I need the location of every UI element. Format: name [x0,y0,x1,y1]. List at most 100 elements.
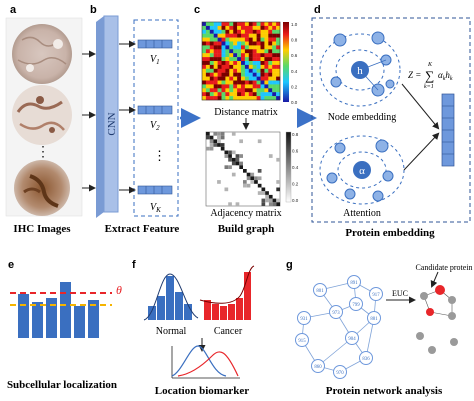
distance-cell [248,29,253,34]
adjacency-cell [276,180,280,184]
formula-sum: ∑ [425,68,434,83]
distance-cell [237,33,242,38]
distance-cell [248,22,253,27]
ihc-ellipsis: ⋮ [36,145,50,160]
distance-cell [213,53,218,58]
distance-cell [233,29,238,34]
adjacency-cell [276,187,280,192]
distance-cell [244,37,249,42]
distance-cell [225,41,230,46]
adjacency-cell [268,194,273,199]
distance-cell [217,84,222,89]
distance-cell [221,76,226,81]
distance-cell [244,76,249,81]
adjacency-cell [246,176,251,181]
adjacency-cell [261,191,266,195]
distance-cell [256,41,261,46]
distance-cell [272,84,277,89]
formula-lhs: Z = [408,70,421,80]
adjacency-colorbar [285,131,292,203]
distance-cell [256,76,261,81]
adjacency-matrix-label: Adjacency matrix [210,208,281,219]
distance-cell [252,96,257,101]
distance-cell [276,84,281,89]
adjacency-matrix-heatmap [205,131,281,207]
distance-cell [256,61,261,66]
distance-cell [225,68,230,73]
attention-label: Attention [343,208,381,219]
network-node-id: 801 [316,289,324,294]
distance-cell [260,64,265,69]
distance-cell [202,57,207,62]
distance-cell [209,96,214,101]
distance-cell [256,80,261,85]
distance-cell [241,25,246,30]
node-embedding-label: Node embedding [328,112,397,123]
adjacency-cell [276,202,280,206]
vk-symbol: V [150,202,158,213]
distance-cell [229,92,234,97]
distance-cell [202,22,207,27]
distance-cell [233,96,238,101]
distance-cell [264,41,269,46]
distance-cell [268,53,273,58]
adjacency-cell [209,135,214,140]
distance-cell [225,76,230,81]
center-node-alpha [353,161,371,179]
distance-matrix-heatmap [201,21,281,101]
distance-cell [256,22,261,27]
distance-cell [209,64,214,69]
distance-cell [256,49,261,54]
distance-cell [213,37,218,42]
adjacency-cell [257,169,262,173]
distance-cell [276,41,281,46]
distance-cell [272,45,277,50]
inner-neighborhood-ring [335,49,385,91]
network-node [367,311,381,325]
distance-cell [276,22,281,27]
distance-cell [252,84,257,89]
distance-cell [209,53,214,58]
distance-cell [272,92,277,97]
distance-cell [217,33,222,38]
adjacency-cell [268,154,273,158]
distance-cell [202,84,207,89]
distance-cell [264,80,269,85]
distance-cell [276,68,281,73]
aggregation-formula: Z = K ∑ k=1 αkhk [408,62,453,90]
adjacency-cell [254,180,258,184]
distance-cell [264,49,269,54]
distance-cell [256,37,261,42]
distance-cell [202,29,207,34]
distance-cell [205,80,210,85]
distance-cell [241,64,246,69]
distance-cell [268,25,273,30]
adjacency-tick-label: 0.2 [292,182,299,187]
feature-vector-vk: VK [137,185,173,214]
distance-cell [217,57,222,62]
attention-inner-ring [337,151,387,189]
adjacency-cell [250,180,255,184]
distance-cell [264,64,269,69]
distance-cell [225,72,230,77]
adjacency-cell [261,198,266,203]
distance-cell [256,64,261,69]
distance-cell [252,88,257,93]
colorbar-tick-label: 1.0 [291,22,298,27]
cnn-block [103,15,119,213]
distance-cell [229,76,234,81]
distance-cell [225,96,230,101]
distance-cell [260,41,265,46]
distance-cell [229,68,234,73]
distance-cell [276,72,281,77]
distance-cell [248,61,253,66]
distance-cell [264,53,269,58]
caption-build-graph: Build graph [218,223,275,235]
svg-text:αkhk: αkhk [438,70,453,82]
distance-cell [225,80,230,85]
distance-cell [248,33,253,38]
distance-cell [229,57,234,62]
distance-cell [237,25,242,30]
